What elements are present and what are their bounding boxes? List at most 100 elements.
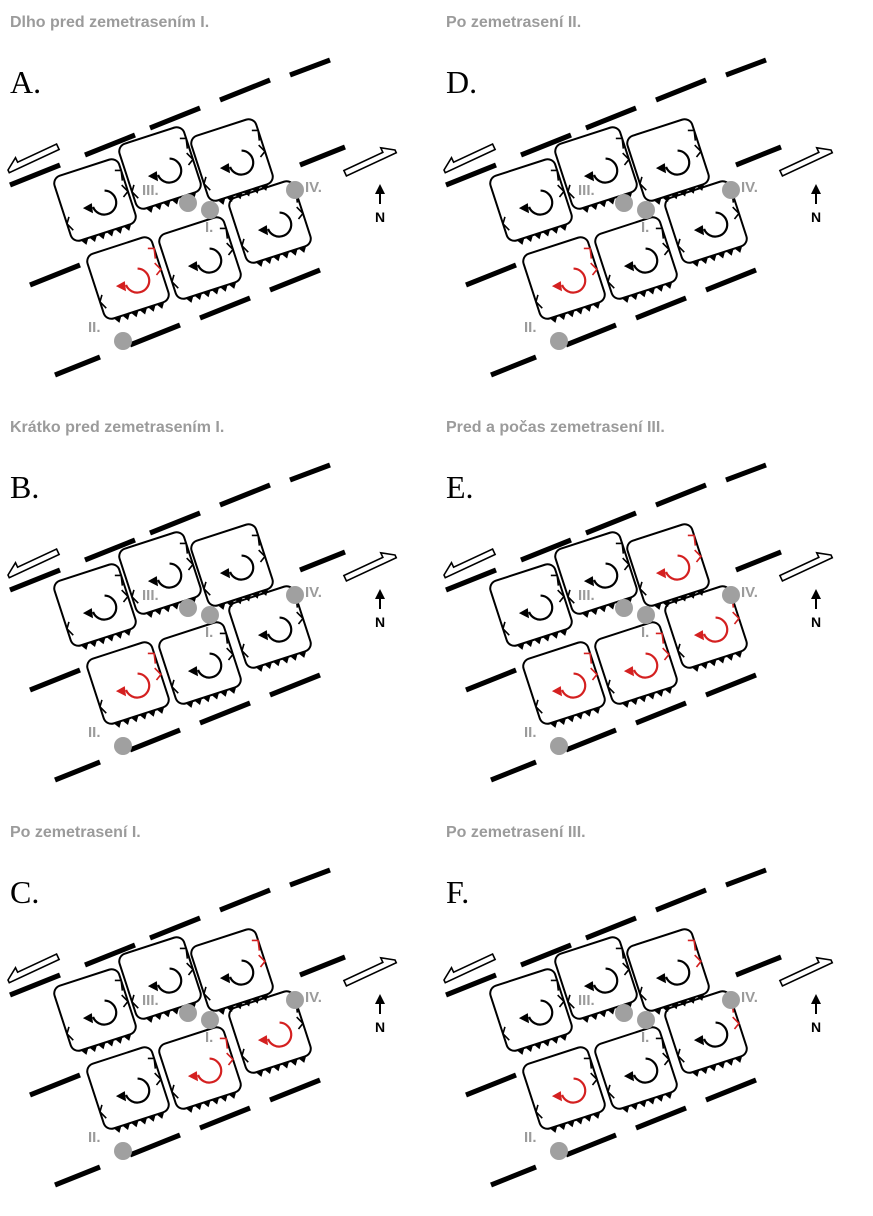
rotation-arrow-icon (267, 211, 293, 238)
panel-b: Krátko pred zemetrasením I. B. III.I.IV.… (0, 405, 436, 810)
epicenter-dot-icon (615, 1004, 633, 1022)
crustal-block (190, 928, 274, 1015)
fault-line (655, 887, 707, 913)
panel-a-letter: A. (10, 64, 42, 100)
epicenter-dot-icon (114, 1142, 132, 1160)
rotation-arrow-icon (92, 189, 118, 216)
crustal-block (53, 968, 137, 1055)
fault-line (219, 77, 271, 103)
fault-line (299, 954, 346, 978)
fault-line (565, 322, 617, 348)
rotation-arrow-icon (229, 554, 255, 581)
fault-line (84, 537, 136, 563)
fault-line (29, 262, 81, 288)
fault-line (465, 667, 517, 693)
epicenter-label: III. (142, 587, 159, 604)
fault-line (9, 972, 61, 998)
rotation-arrow-icon (197, 652, 223, 679)
panel-a: Dlho pred zemetrasením I. A. III.I.IV.II… (0, 0, 436, 405)
crustal-block (664, 990, 748, 1077)
rotation-arrow-icon (267, 616, 293, 643)
epicenter-label: II. (88, 1129, 101, 1146)
crustal-block (228, 180, 312, 267)
fault-line (725, 57, 767, 78)
crustal-block (489, 158, 573, 245)
fault-line (520, 942, 572, 968)
shear-arrow-icon (443, 952, 497, 984)
epicenter-label: I. (641, 1029, 649, 1046)
epicenter-label: III. (142, 992, 159, 1009)
north-label: N (811, 1019, 821, 1035)
shear-arrow-icon (443, 547, 497, 579)
rotation-arrow-icon (92, 999, 118, 1026)
north-arrow-icon: N (375, 994, 385, 1035)
rotation-arrow-icon (125, 267, 151, 294)
crustal-block (86, 1046, 170, 1133)
fault-line (289, 462, 331, 483)
rotation-arrow-icon (125, 672, 151, 699)
fault-line (445, 972, 497, 998)
epicenter-label: I. (205, 219, 213, 236)
fault-line (635, 1105, 687, 1131)
fault-line (129, 1132, 181, 1158)
crustal-block (664, 180, 748, 267)
fault-line (565, 727, 617, 753)
fault-line (725, 462, 767, 483)
epicenter-dot-icon (201, 1011, 219, 1029)
crustal-block (158, 1026, 242, 1113)
north-arrow-icon: N (811, 994, 821, 1035)
crustal-block (489, 968, 573, 1055)
crustal-block (664, 585, 748, 672)
fault-line (9, 567, 61, 593)
epicenter-label: IV. (741, 179, 758, 196)
rotation-arrow-icon (267, 1021, 293, 1048)
panel-e-diagram: III.I.IV.II.N (443, 462, 834, 783)
north-label: N (811, 614, 821, 630)
epicenter-label: IV. (305, 989, 322, 1006)
fault-line (565, 1132, 617, 1158)
rotation-arrow-icon (593, 157, 619, 184)
rotation-arrow-icon (593, 562, 619, 589)
rotation-arrow-icon (633, 652, 659, 679)
crustal-block (158, 216, 242, 303)
fault-line (635, 700, 687, 726)
fault-line (54, 354, 101, 378)
north-arrow-icon: N (375, 184, 385, 225)
fault-line (219, 482, 271, 508)
crustal-block (53, 563, 137, 650)
epicenter-dot-icon (722, 586, 740, 604)
north-arrow-icon: N (811, 589, 821, 630)
rotation-arrow-icon (92, 594, 118, 621)
fault-line (299, 144, 346, 168)
fault-line (269, 672, 321, 698)
panel-a-diagram: III.I.IV.II.N (7, 57, 398, 378)
crustal-block (522, 236, 606, 323)
epicenter-label: II. (524, 319, 537, 336)
rotation-arrow-icon (125, 1077, 151, 1104)
panel-c: Po zemetrasení I. C. III.I.IV.II.N (0, 810, 436, 1215)
fault-line (635, 295, 687, 321)
shear-arrow-icon (342, 551, 398, 583)
fault-line (129, 322, 181, 348)
crustal-block (53, 158, 137, 245)
crustal-block (554, 531, 638, 618)
panel-b-diagram: III.I.IV.II.N (7, 462, 398, 783)
crustal-block (626, 118, 710, 205)
panel-f-letter: F. (446, 874, 470, 910)
rotation-arrow-icon (703, 616, 729, 643)
shear-arrow-icon (778, 146, 834, 178)
shear-arrow-icon (7, 142, 61, 174)
rotation-arrow-icon (561, 267, 587, 294)
fault-line (735, 549, 782, 573)
rotation-arrow-icon (229, 959, 255, 986)
rotation-arrow-icon (665, 149, 691, 176)
epicenter-label: III. (578, 587, 595, 604)
rotation-arrow-icon (703, 1021, 729, 1048)
rotation-arrow-icon (528, 594, 554, 621)
crustal-block (228, 990, 312, 1077)
epicenter-label: I. (641, 624, 649, 641)
rotation-arrow-icon (633, 247, 659, 274)
epicenter-dot-icon (637, 1011, 655, 1029)
panel-f-diagram: III.I.IV.II.N (443, 867, 834, 1188)
epicenter-dot-icon (286, 181, 304, 199)
